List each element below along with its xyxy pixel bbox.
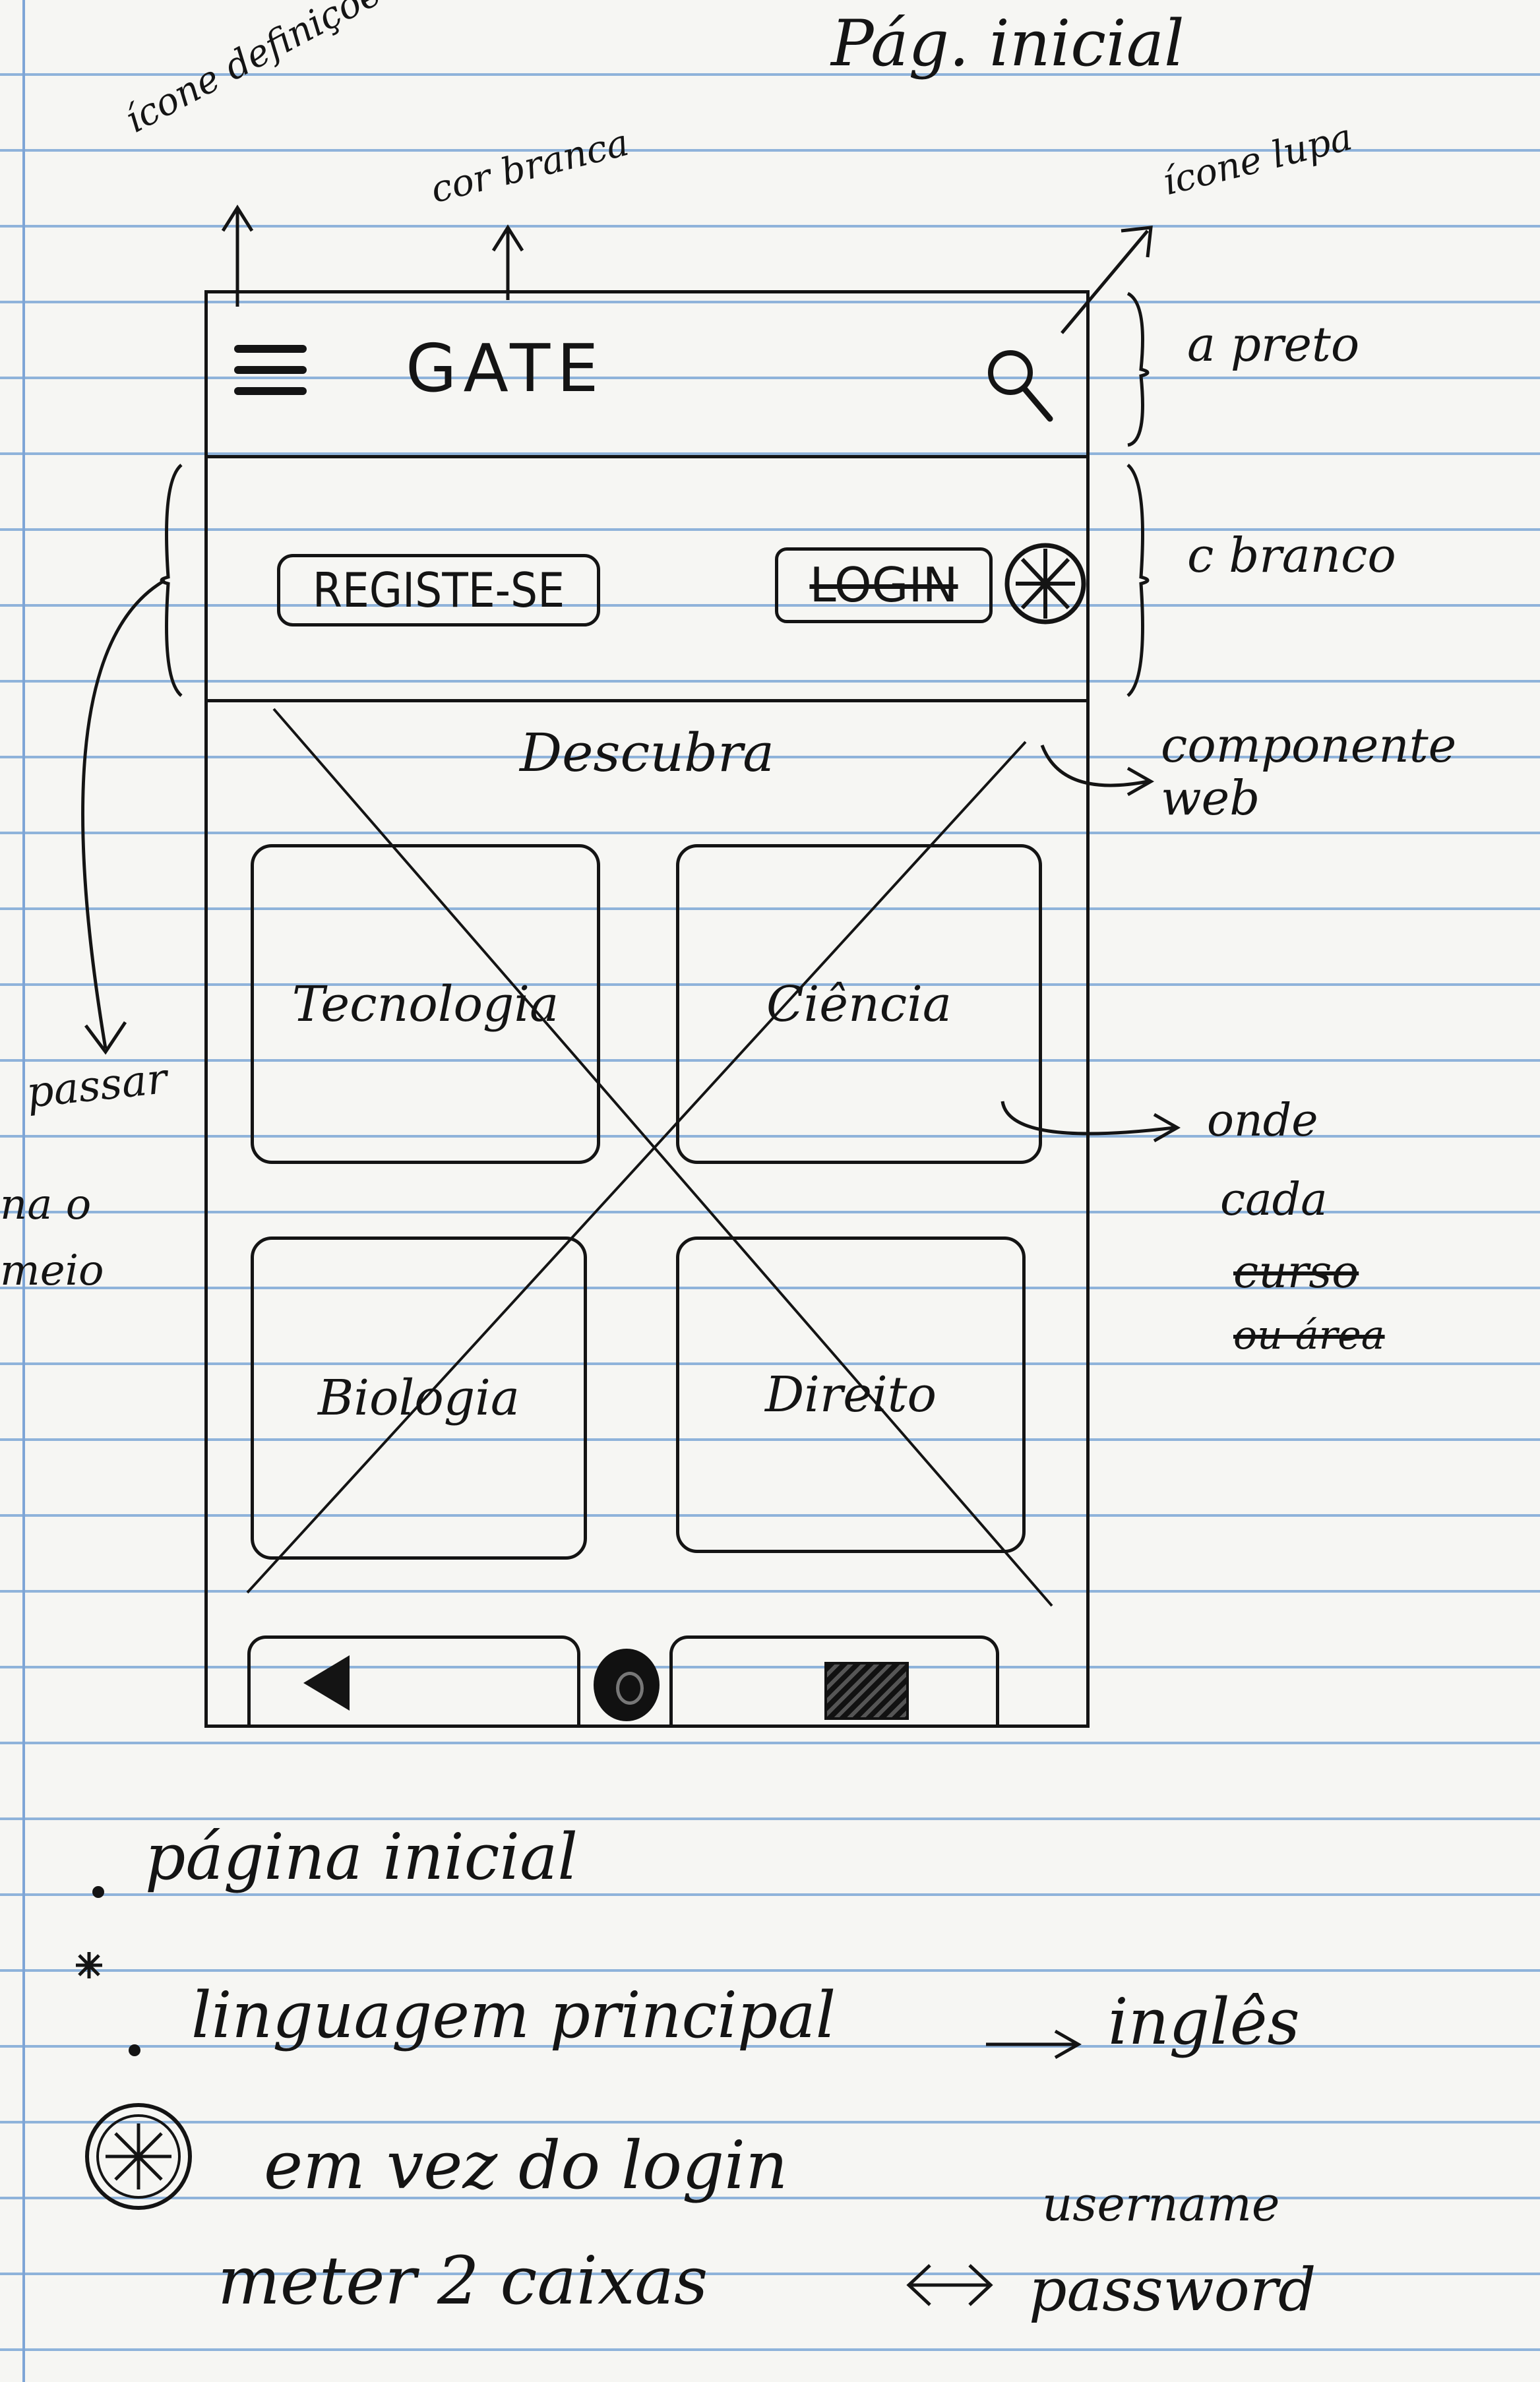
discover-section: Descubra Tecnologia Ciência Biologia Dir… [208,702,1086,1626]
recent-square-icon[interactable] [824,1662,909,1720]
arrow-language [986,2029,1082,2060]
brace-white [1126,464,1150,697]
arrow-pass-left [81,578,166,1055]
brace-left [160,464,183,697]
tile-biology[interactable]: Biologia [251,1237,587,1560]
annotation-to-middle-2: meio [0,1246,104,1295]
back-triangle-icon[interactable] [303,1655,350,1711]
tile-technology[interactable]: Tecnologia [251,844,600,1164]
arrow-search [1061,226,1153,334]
note-line-4c: password [1029,2255,1316,2325]
tile-label: Ciência [766,975,952,1033]
bullet [129,2044,140,2056]
annotation-each-course-1: onde [1207,1095,1318,1147]
annotation-black: a preto [1187,317,1360,372]
auth-bar: REGISTE-SE LOGIN [208,458,1086,702]
search-icon[interactable] [981,340,1060,425]
home-circle-icon[interactable] [594,1649,660,1721]
annotation-each-course-2: cada [1220,1174,1328,1226]
tile-label: Biologia [318,1370,520,1426]
nav-right-panel [669,1635,999,1725]
tile-label: Direito [764,1366,937,1423]
annotation-each-course-3: curso [1233,1246,1359,1298]
bullet [92,1886,104,1898]
brace-black [1126,291,1150,447]
bottom-nav-bar [208,1635,1086,1731]
globe-icon[interactable] [1002,541,1088,626]
note-line-1: página inicial [145,1820,578,1894]
app-title: GATE [406,330,605,407]
hamburger-menu-icon[interactable] [234,345,307,398]
arrow-white [491,224,524,300]
nav-left-panel [247,1635,580,1725]
note-line-3: em vez do login [264,2127,788,2204]
tile-law[interactable]: Direito [676,1237,1026,1553]
margin-line [22,0,25,2382]
annotation-web-component: componente web [1161,718,1457,826]
annotation-each-course-4: ou área [1233,1312,1385,1359]
star-mark-icon [76,1952,102,1978]
double-arrow [906,2264,993,2306]
tile-science[interactable]: Ciência [676,844,1042,1164]
phone-wireframe: GATE REGISTE-SE LOGIN Descubra Tecnologi… [204,290,1090,1728]
app-header: GATE [208,293,1086,458]
register-button[interactable]: REGISTE-SE [277,554,600,626]
note-line-2b: inglês [1108,1985,1300,2059]
page-title: Pág. inicial [831,7,1185,80]
annotation-to-middle-1: na o [0,1180,92,1229]
globe-icon [85,2103,192,2210]
note-line-2a: linguagem principal [191,1978,836,2052]
discover-heading: Descubra [519,722,774,783]
login-button[interactable]: LOGIN [775,547,993,623]
note-line-4b: username [1042,2176,1280,2232]
annotation-white: c branco [1187,528,1396,583]
note-line-4a: meter 2 caixas [218,2242,708,2319]
tile-label: Tecnologia [292,975,559,1033]
